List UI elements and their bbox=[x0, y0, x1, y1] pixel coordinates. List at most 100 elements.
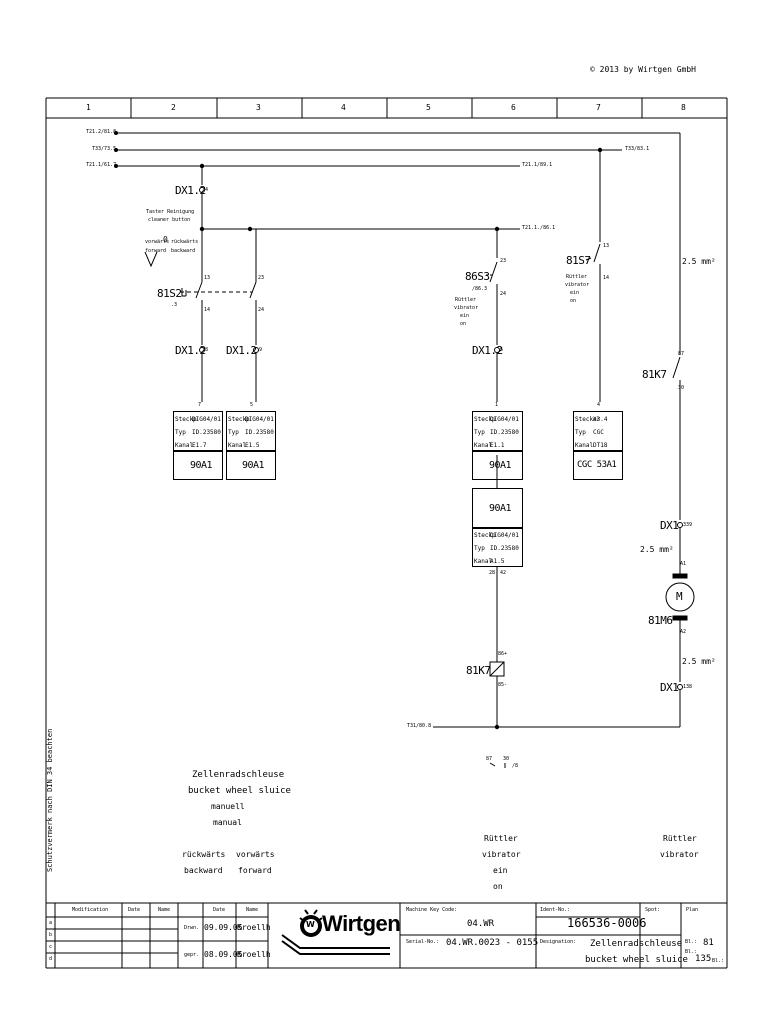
module-key: Typ bbox=[474, 429, 485, 436]
plan-label: Plan bbox=[686, 907, 699, 913]
pin-number: 24 bbox=[500, 291, 507, 297]
module-number: 1 bbox=[495, 402, 499, 408]
component-tag: 86S3 bbox=[465, 270, 490, 283]
module-number: 4 bbox=[597, 402, 601, 408]
sheet-label: Bl.: bbox=[685, 939, 698, 945]
pin-number: 30 bbox=[678, 385, 685, 391]
module-table bbox=[173, 411, 223, 451]
column-number: 1 bbox=[86, 103, 91, 112]
module-name-box bbox=[573, 451, 623, 480]
module-value: ID.23580 bbox=[245, 429, 274, 436]
component-tag: 81K7 bbox=[466, 664, 491, 677]
column-number: 3 bbox=[256, 103, 261, 112]
contact-reference: /8 bbox=[512, 763, 519, 769]
module-name: 90A1 bbox=[489, 460, 512, 471]
copyright-notice: © 2013 by Wirtgen GmbH bbox=[590, 65, 696, 74]
pin-number: A2 bbox=[680, 629, 687, 635]
drawn-name: Kroellh bbox=[237, 923, 271, 932]
component-description: vibrator bbox=[454, 305, 479, 311]
ident-label: Ident-No.: bbox=[540, 907, 571, 913]
pin-number: 28 bbox=[489, 570, 496, 576]
terminal-pin: 4 bbox=[205, 187, 209, 193]
revision-letter: d bbox=[49, 956, 53, 962]
column-number: 2 bbox=[171, 103, 176, 112]
module-key: Steckp bbox=[175, 416, 197, 423]
switch-position-label: forward bbox=[145, 248, 167, 254]
component-description: ein bbox=[570, 290, 580, 296]
module-name: 90A1 bbox=[242, 460, 265, 471]
terminal-label: DX1.2 bbox=[226, 344, 257, 357]
module-key: Kanal bbox=[228, 442, 247, 449]
module-key: Kanal bbox=[175, 442, 194, 449]
wire-size-label: 2.5 mm² bbox=[640, 545, 674, 554]
checked-label: gepr. bbox=[184, 952, 200, 958]
pin-number: 86+ bbox=[498, 651, 508, 657]
module-name-box bbox=[472, 488, 523, 528]
component-description: Rüttler bbox=[455, 297, 477, 303]
module-number: 7 bbox=[198, 402, 202, 408]
module-value: ID.23580 bbox=[192, 429, 221, 436]
pin-number: 85- bbox=[498, 682, 508, 688]
total-sheets: 135 bbox=[695, 954, 712, 964]
module-key: Kanal bbox=[575, 442, 594, 449]
signature-header: Date bbox=[213, 907, 226, 913]
total-sheets-suffix: Bl.: bbox=[712, 958, 725, 964]
component-ref: /86.3 bbox=[472, 286, 488, 292]
wire-size-label: 2.5 mm² bbox=[682, 657, 716, 666]
caption-vibrator: vibrator bbox=[660, 850, 699, 859]
terminal-label: DX1.2 bbox=[175, 344, 206, 357]
module-key: Typ bbox=[175, 429, 186, 436]
pin-number: 23 bbox=[500, 258, 507, 264]
module-value: ID.23580 bbox=[490, 545, 519, 552]
checked-date: 08.09.05 bbox=[204, 950, 243, 959]
caption-vibrator: vibrator bbox=[482, 850, 521, 859]
module-value: DIG04/01 bbox=[490, 532, 519, 539]
module-name: 90A1 bbox=[190, 460, 213, 471]
revision-header: Name bbox=[158, 907, 171, 913]
cross-reference: T33/73.5 bbox=[92, 146, 117, 152]
switch-position-label: vorwärts bbox=[145, 239, 170, 245]
pin-number: 24 bbox=[258, 307, 265, 313]
component-ref: .3 bbox=[171, 302, 178, 308]
terminal-pin: 339 bbox=[683, 522, 693, 528]
terminal-pin: 5 bbox=[500, 347, 504, 353]
module-name-box bbox=[173, 451, 223, 480]
column-number: 7 bbox=[596, 103, 601, 112]
module-value: DIG04/01 bbox=[245, 416, 274, 423]
column-number: 5 bbox=[426, 103, 431, 112]
module-key: Kanal bbox=[474, 558, 493, 565]
serial-value: 04.WR.0023 - 0155 bbox=[446, 938, 539, 948]
section-subtitle: manuell bbox=[211, 802, 245, 811]
cross-reference: T33/83.1 bbox=[625, 146, 650, 152]
caption-vibrator: Rüttler bbox=[663, 834, 697, 843]
module-name: 90A1 bbox=[489, 503, 512, 514]
switch-position-label: rückwärts bbox=[171, 239, 199, 245]
terminal-label: DX1.2 bbox=[175, 184, 206, 197]
wire-size-label: 2.5 mm² bbox=[682, 257, 716, 266]
module-table bbox=[573, 411, 623, 451]
module-value: DIG04/01 bbox=[192, 416, 221, 423]
pin-number: 23 bbox=[258, 275, 265, 281]
contact-reference: 30 bbox=[503, 756, 510, 762]
terminal-label: DX1.2 bbox=[472, 344, 503, 357]
module-value: ID.23580 bbox=[490, 429, 519, 436]
logo-text: Wirtgen bbox=[322, 911, 401, 936]
component-description: ein bbox=[460, 313, 470, 319]
pin-number: 14 bbox=[204, 307, 211, 313]
side-protection-note: Schutzvermerk nach DIN 34 beachten bbox=[46, 728, 54, 872]
column-number: 6 bbox=[511, 103, 516, 112]
revision-letter: b bbox=[49, 932, 53, 938]
drawn-date: 09.09.05 bbox=[204, 923, 243, 932]
terminal-label: DX1 bbox=[660, 519, 679, 532]
module-key: Typ bbox=[474, 545, 485, 552]
revision-header: Modification bbox=[72, 907, 109, 913]
machine-key-value: 04.WR bbox=[467, 919, 495, 929]
module-value: E1.1 bbox=[490, 442, 505, 449]
cross-reference: T21.2/81.8 bbox=[86, 129, 117, 135]
module-key: Typ bbox=[228, 429, 239, 436]
module-key: Typ bbox=[575, 429, 586, 436]
serial-label: Serial-No.: bbox=[406, 939, 440, 945]
revision-letter: a bbox=[49, 920, 53, 926]
caption-backward: rückwärts bbox=[182, 850, 226, 859]
caption-vibrator: Rüttler bbox=[484, 834, 518, 843]
